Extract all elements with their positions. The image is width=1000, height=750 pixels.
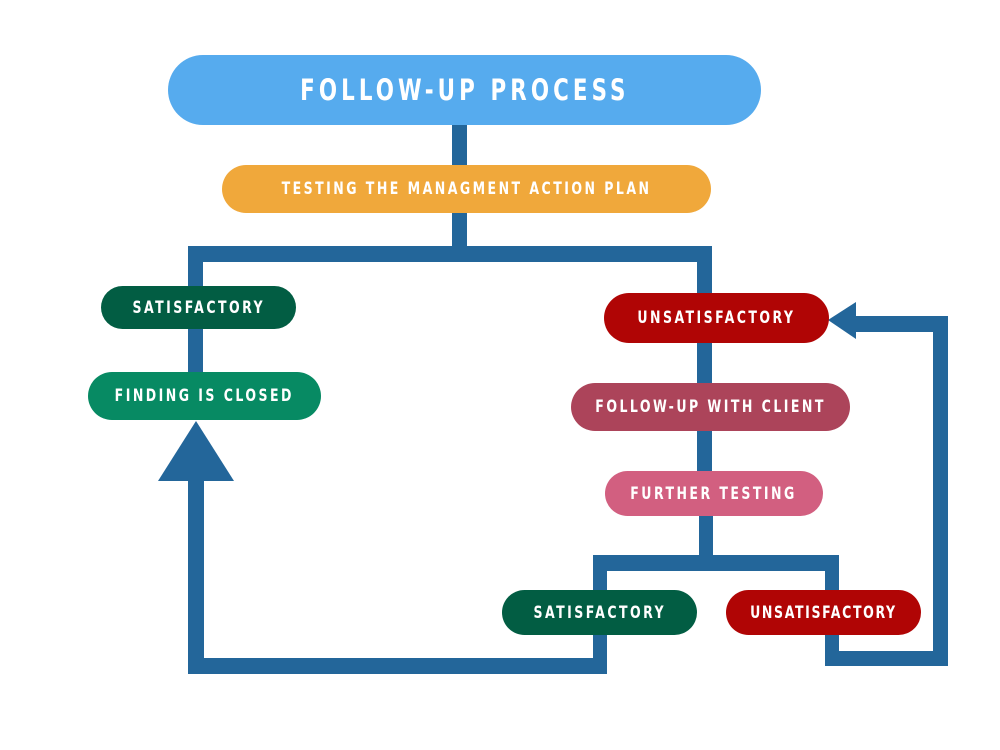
connector-right-branch — [697, 246, 712, 294]
unsatisfactory-node-2: UNSATISFACTORY — [726, 590, 921, 635]
connector-sat-to-closed — [188, 328, 203, 373]
connector-bottom-left-branch — [593, 555, 607, 591]
arrow-up-icon — [158, 421, 234, 481]
connector-left-branch — [188, 246, 203, 288]
unsatisfactory-label-1: UNSATISFACTORY — [637, 308, 796, 328]
connector-title-to-plan — [452, 124, 467, 166]
connector-further-down — [699, 515, 713, 557]
connector-loop-up-left — [188, 478, 204, 674]
connector-bottom-right-branch — [825, 555, 839, 591]
connector-loop-bottom-right — [825, 651, 948, 666]
further-testing-node: FURTHER TESTING — [605, 471, 823, 516]
follow-up-client-node: FOLLOW-UP WITH CLIENT — [571, 383, 850, 431]
satisfactory-label-2: SATISFACTORY — [533, 602, 666, 623]
satisfactory-node-2: SATISFACTORY — [502, 590, 697, 635]
finding-closed-node: FINDING IS CLOSED — [88, 372, 321, 420]
connector-plan-down — [452, 212, 467, 248]
connector-loop-top-right — [852, 316, 948, 332]
unsatisfactory-node-1: UNSATISFACTORY — [604, 293, 829, 343]
connector-top-branch — [188, 246, 712, 262]
further-testing-label: FURTHER TESTING — [630, 483, 798, 504]
testing-plan-label: TESTING THE MANAGMENT ACTION PLAN — [281, 179, 652, 199]
follow-up-client-label: FOLLOW-UP WITH CLIENT — [595, 397, 826, 417]
connector-bottom-branch — [593, 555, 839, 571]
satisfactory-label-1: SATISFACTORY — [132, 297, 265, 318]
connector-loop-up-right — [933, 316, 948, 666]
satisfactory-node-1: SATISFACTORY — [101, 286, 296, 329]
connector-loop-bottom-left — [188, 658, 607, 674]
connector-unsat-to-client — [697, 342, 712, 384]
connector-client-to-further — [697, 430, 712, 472]
unsatisfactory-label-2: UNSATISFACTORY — [750, 602, 897, 623]
title-node: FOLLOW-UP PROCESS — [168, 55, 761, 125]
testing-plan-node: TESTING THE MANAGMENT ACTION PLAN — [222, 165, 711, 213]
finding-closed-label: FINDING IS CLOSED — [114, 386, 295, 406]
title-label: FOLLOW-UP PROCESS — [299, 73, 630, 107]
